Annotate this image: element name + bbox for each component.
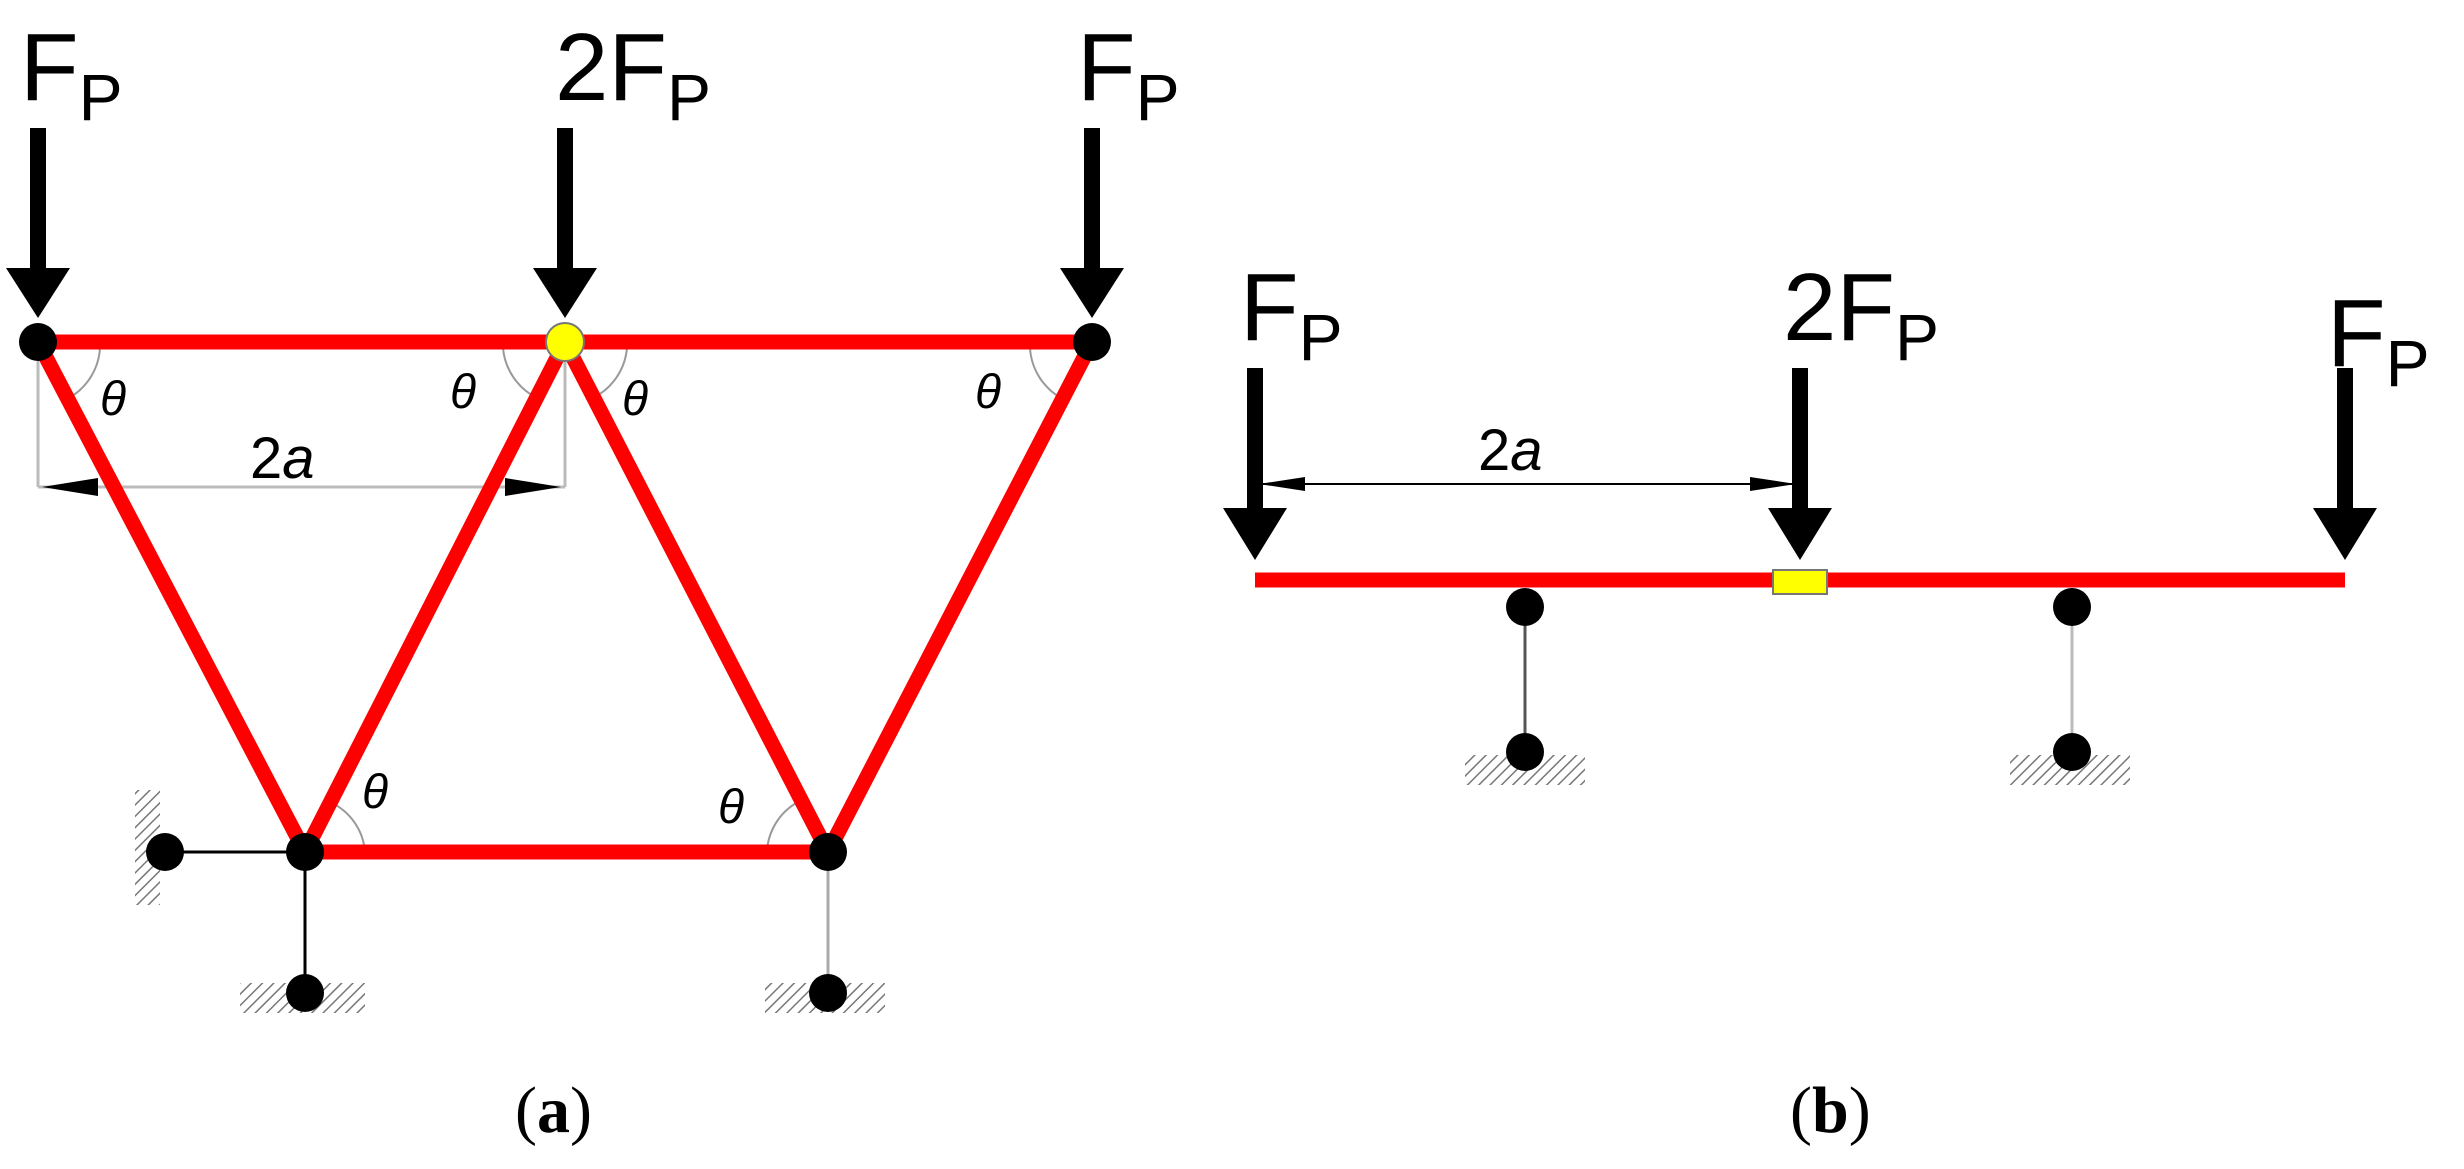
dimension-label: 2a [1478, 418, 1543, 483]
angle-label: θ [362, 766, 388, 819]
hinge-marker [1772, 569, 1828, 595]
diagonal-member [557, 334, 836, 860]
angle-arc [68, 347, 101, 399]
load-arrow [2313, 368, 2377, 560]
support-pin [2053, 588, 2091, 626]
dimension-arrowhead [1259, 477, 1305, 491]
load-label: FP [2327, 280, 2430, 400]
angle-arc [1029, 347, 1062, 399]
angle-label: θ [622, 373, 648, 426]
support-pin [1506, 733, 1544, 771]
load-label: 2FP [555, 14, 711, 134]
joint [809, 833, 847, 871]
dimension-arrowhead [1750, 477, 1796, 491]
load-arrow [533, 128, 597, 318]
supports-a [135, 790, 885, 1013]
caption-a: (a) [515, 1074, 592, 1147]
load-arrow [6, 128, 70, 318]
support-pin [146, 833, 184, 871]
support-pin [1506, 588, 1544, 626]
figure-b-beam: 2a FP 2FP FP [1223, 254, 2430, 785]
dimension-label: 2a [250, 426, 315, 491]
joint [286, 833, 324, 871]
angle-label: θ [100, 373, 126, 426]
joint [1073, 323, 1111, 361]
dimension-2a-a: 2a [36, 348, 567, 496]
supports-b [1465, 588, 2130, 785]
load-arrows-a [6, 128, 1124, 318]
hinge-joint [545, 322, 585, 362]
angle-label: θ [718, 781, 744, 834]
angle-label: θ [975, 366, 1001, 419]
joint [19, 323, 57, 361]
angle-label: θ [450, 366, 476, 419]
support-pin [2053, 733, 2091, 771]
load-arrows-b [1223, 368, 2377, 560]
dimension-2a-b: 2a [1255, 418, 1800, 491]
truss-joints [19, 322, 1111, 871]
diagonal-member [30, 334, 313, 860]
support-pin [809, 974, 847, 1012]
load-label: 2FP [1783, 254, 1939, 374]
load-label: FP [1240, 254, 1343, 374]
diagonal-member [297, 334, 573, 860]
dimension-arrowhead [42, 478, 98, 496]
diagonal-member [820, 334, 1100, 860]
dimension-arrowhead [505, 478, 561, 496]
load-arrow [1223, 368, 1287, 560]
support-pin [286, 974, 324, 1012]
load-arrow [1060, 128, 1124, 318]
load-label: FP [20, 14, 123, 134]
figure-a-truss: 2a θ θ θ θ θ θ [6, 14, 1180, 1013]
load-label: FP [1077, 14, 1180, 134]
load-arrow [1768, 368, 1832, 560]
caption-b: (b) [1790, 1074, 1871, 1147]
